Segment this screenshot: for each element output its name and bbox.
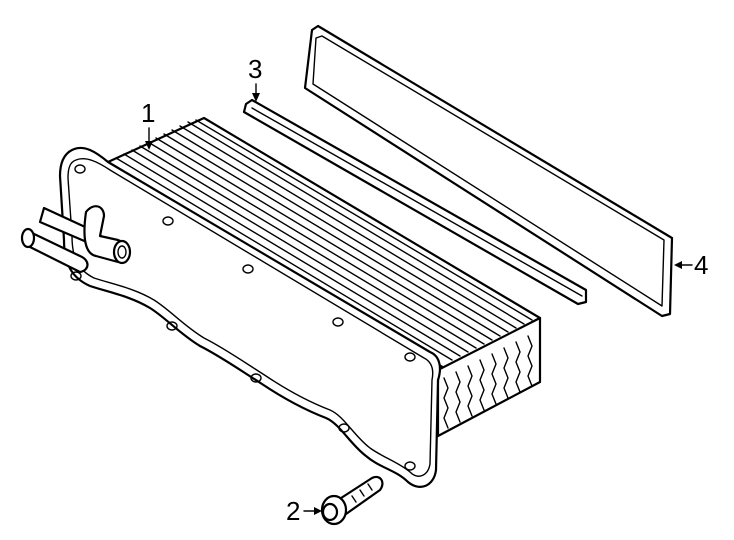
- arrow-right-icon: [314, 507, 322, 515]
- cooler-flange: [58, 146, 441, 488]
- callout-3: 3: [248, 54, 262, 102]
- callout-1: 1: [141, 98, 155, 150]
- callout-4: 4: [674, 250, 708, 280]
- cooler-fins: [115, 119, 533, 361]
- cooler-pipes: [20, 205, 132, 274]
- bolt-part-2: [320, 475, 384, 526]
- seal-strip-part-3: [242, 98, 588, 306]
- gasket-frame-part-4: [303, 24, 674, 318]
- callout-3-label: 3: [248, 54, 262, 84]
- arrow-down-icon: [145, 141, 153, 150]
- callout-4-label: 4: [694, 250, 708, 280]
- callout-1-label: 1: [141, 98, 155, 128]
- cooler-end-fins: [443, 335, 533, 429]
- callout-2-label: 2: [286, 496, 300, 526]
- arrow-left-icon: [674, 261, 682, 269]
- oil-cooler-part-1: [20, 116, 542, 488]
- flange-bolt-holes: [70, 164, 416, 471]
- arrow-down-icon: [252, 93, 260, 102]
- callout-2: 2: [286, 496, 322, 526]
